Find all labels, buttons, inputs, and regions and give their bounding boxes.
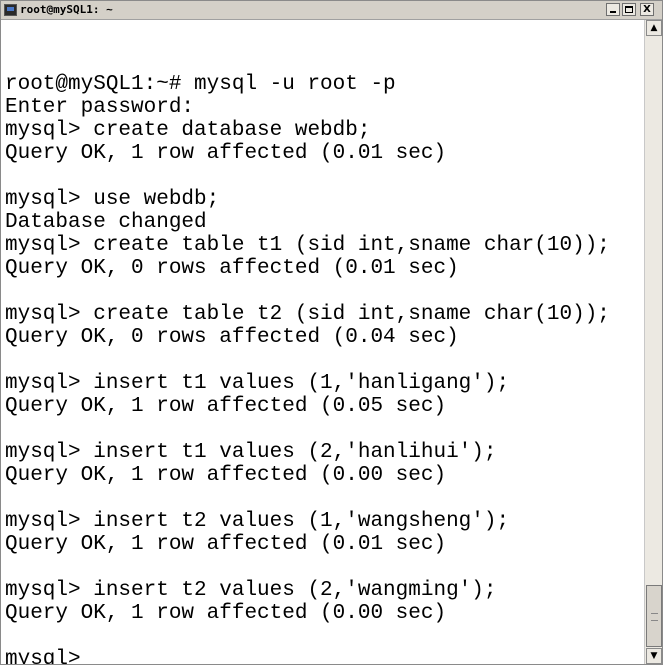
terminal-app-icon[interactable] <box>4 4 17 16</box>
terminal-line <box>5 418 610 441</box>
maximize-button[interactable] <box>622 3 636 16</box>
terminal-line: Query OK, 0 rows affected (0.04 sec) <box>5 326 459 349</box>
terminal-line <box>5 50 610 73</box>
terminal-line: Query OK, 1 row affected (0.01 sec) <box>5 533 447 556</box>
close-icon: X <box>643 4 651 15</box>
terminal-line <box>5 556 610 579</box>
minimize-button[interactable] <box>606 3 620 16</box>
minimize-icon <box>610 11 616 13</box>
terminal-line: mysql> <box>5 648 81 664</box>
terminal-line: root@mySQL1:~# mysql -u root -p <box>5 73 396 96</box>
terminal-line: mysql> insert t1 values (2,'hanlihui'); <box>5 441 497 464</box>
scroll-up-button[interactable]: ▲ <box>646 20 662 36</box>
terminal-line: mysql> insert t1 values (1,'hanligang'); <box>5 372 510 395</box>
terminal-line <box>5 625 610 648</box>
window-title: root@mySQL1: ~ <box>20 3 113 16</box>
vertical-scrollbar[interactable]: ▲ ▼ <box>644 20 662 664</box>
title-bar[interactable]: root@mySQL1: ~ X <box>1 1 662 20</box>
terminal-line: Query OK, 1 row affected (0.05 sec) <box>5 395 447 418</box>
terminal-line <box>5 349 610 372</box>
terminal-line <box>5 165 610 188</box>
terminal-line: mysql> insert t2 values (1,'wangsheng'); <box>5 510 510 533</box>
terminal-line: mysql> use webdb; <box>5 188 220 211</box>
terminal-line: Database changed <box>5 211 207 234</box>
terminal-line <box>5 280 610 303</box>
terminal-line: mysql> create database webdb; <box>5 119 371 142</box>
scroll-down-button[interactable]: ▼ <box>646 648 662 664</box>
terminal-line: Query OK, 0 rows affected (0.01 sec) <box>5 257 459 280</box>
close-button[interactable]: X <box>640 3 654 16</box>
terminal-line: mysql> create table t2 (sid int,sname ch… <box>5 303 610 326</box>
terminal-line: Query OK, 1 row affected (0.00 sec) <box>5 602 447 625</box>
grip-icon <box>651 613 658 621</box>
terminal-line: mysql> create table t1 (sid int,sname ch… <box>5 234 610 257</box>
terminal-line: Query OK, 1 row affected (0.00 sec) <box>5 464 447 487</box>
scrollbar-thumb[interactable] <box>646 585 662 647</box>
maximize-icon <box>625 6 633 13</box>
terminal-line: Query OK, 1 row affected (0.01 sec) <box>5 142 447 165</box>
terminal-line: mysql> insert t2 values (2,'wangming'); <box>5 579 497 602</box>
terminal-line <box>5 487 610 510</box>
terminal-line: Enter password: <box>5 96 195 119</box>
